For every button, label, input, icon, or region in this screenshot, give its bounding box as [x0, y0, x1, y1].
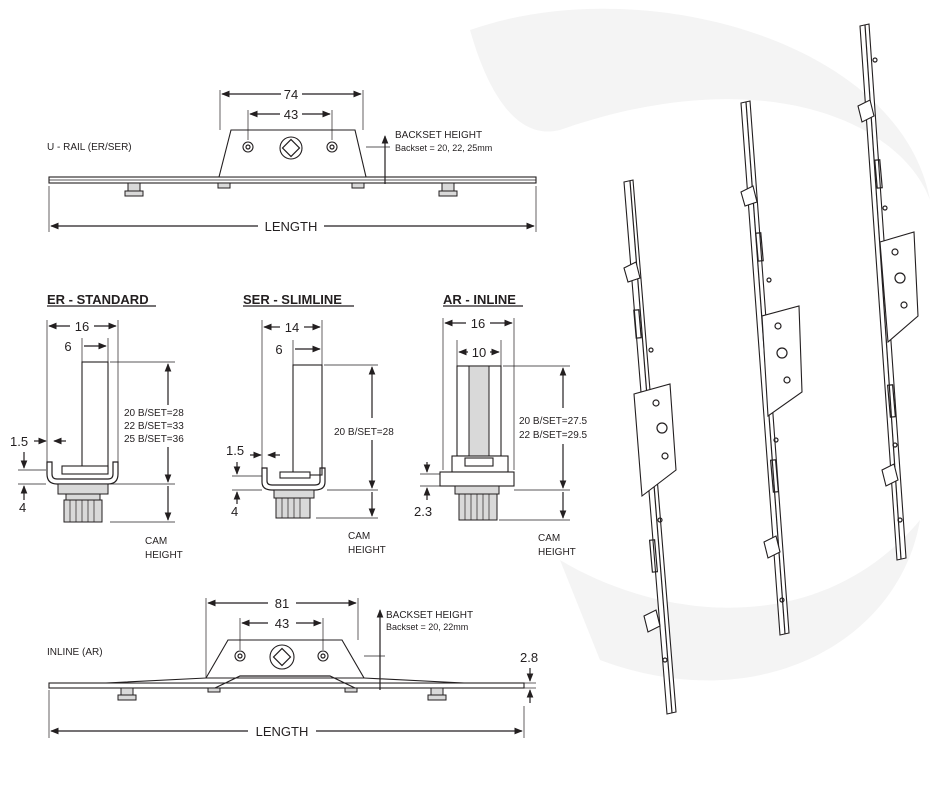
- er-height-2: 25 B/SET=36: [124, 434, 184, 445]
- ar-dim-base: 2.3: [414, 504, 432, 519]
- ar-dim-inner: 10: [472, 345, 486, 360]
- er-dim-side: 1.5: [10, 434, 28, 449]
- ser-slimline-title: SER - SLIMLINE: [243, 292, 342, 307]
- er-standard-drawing: ER - STANDARD 16 6 20 B/SET=28 22 B/SET=…: [10, 292, 184, 561]
- rail-illustration-right: [857, 23, 919, 561]
- er-height-1: 22 B/SET=33: [124, 421, 184, 432]
- urail-title: U - RAIL (ER/SER): [47, 142, 132, 153]
- inline-length: LENGTH: [256, 724, 309, 739]
- urail-drawing: U - RAIL (ER/SER) 74 43 BACKSET HEIGHT B…: [47, 87, 537, 234]
- ser-dim-width: 14: [285, 320, 299, 335]
- inline-title: INLINE (AR): [47, 647, 103, 658]
- ar-dim-width: 16: [471, 316, 485, 331]
- ser-dim-base: 4: [231, 504, 238, 519]
- ser-dim-side: 1.5: [226, 443, 244, 458]
- background-swoosh-lower: [560, 520, 920, 681]
- urail-dim-holes: 43: [284, 107, 298, 122]
- ser-height-0: 20 B/SET=28: [334, 427, 394, 438]
- urail-backset-values: Backset = 20, 22, 25mm: [395, 143, 492, 153]
- urail-length: LENGTH: [265, 219, 318, 234]
- inline-hole-right: [317, 650, 329, 662]
- er-cam-height-line2: HEIGHT: [145, 550, 183, 561]
- inline-dim-rail: 2.8: [520, 650, 538, 665]
- ar-inline-drawing: AR - INLINE 16 10 20 B/SET=27.5 22 B/SET…: [414, 292, 588, 558]
- urail-hole-left: [242, 141, 254, 153]
- ar-cam-height-line2: HEIGHT: [538, 547, 576, 558]
- ser-cam-height-line1: CAM: [348, 531, 370, 542]
- ser-slimline-drawing: SER - SLIMLINE 14 6 20 B/SET=28 1.5 4 CA…: [226, 292, 394, 556]
- er-cam-height-line1: CAM: [145, 536, 167, 547]
- inline-backset-heading: BACKSET HEIGHT: [386, 610, 473, 621]
- er-dim-width: 16: [75, 319, 89, 334]
- ar-height-0: 20 B/SET=27.5: [519, 416, 588, 427]
- er-dim-inner: 6: [64, 339, 71, 354]
- urail-backset-heading: BACKSET HEIGHT: [395, 130, 482, 141]
- er-dim-base: 4: [19, 500, 26, 515]
- rail-illustration-middle: [740, 100, 803, 636]
- ar-inline-title: AR - INLINE: [443, 292, 516, 307]
- ser-dim-inner: 6: [275, 342, 282, 357]
- inline-drawing: INLINE (AR) 81 43 BACKSET HEIGHT Backset…: [47, 596, 538, 739]
- background-swoosh: [470, 8, 930, 200]
- urail-spindle-hole: [279, 136, 303, 160]
- inline-dim-holes: 43: [275, 616, 289, 631]
- urail-dim-overall: 74: [284, 87, 298, 102]
- inline-hole-left: [234, 650, 246, 662]
- urail-hole-right: [326, 141, 338, 153]
- rail-illustration-left: [623, 179, 677, 715]
- inline-spindle-hole: [269, 644, 295, 670]
- er-standard-title: ER - STANDARD: [47, 292, 149, 307]
- inline-backset-values: Backset = 20, 22mm: [386, 622, 468, 632]
- ar-height-1: 22 B/SET=29.5: [519, 430, 588, 441]
- inline-rail: [48, 682, 525, 689]
- ar-cam-height-line1: CAM: [538, 533, 560, 544]
- inline-dim-overall: 81: [275, 596, 289, 611]
- er-height-0: 20 B/SET=28: [124, 408, 184, 419]
- ser-cam-height-line2: HEIGHT: [348, 545, 386, 556]
